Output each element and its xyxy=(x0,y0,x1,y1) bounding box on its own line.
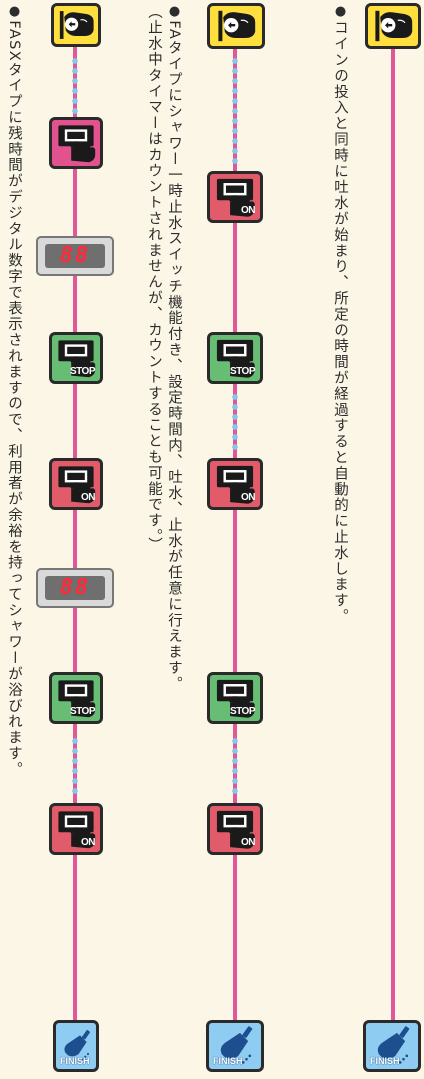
flow-line xyxy=(391,44,395,1044)
shower-on-switch-icon: ON xyxy=(207,171,263,223)
flow-line xyxy=(73,44,77,1044)
push-switch-icon xyxy=(49,117,103,169)
finish-label: FINISH xyxy=(370,1056,400,1066)
on-label: ON xyxy=(81,837,96,848)
finish-icon: FINISH xyxy=(206,1020,264,1072)
shower-stop-switch-icon: STOP xyxy=(49,332,103,384)
stop-label: STOP xyxy=(69,706,96,717)
flow-line xyxy=(233,44,237,1044)
column-fa-type: ON STOP ON STOP ON FINISH ●FAタイプにシャワー一時止… xyxy=(140,0,280,1079)
on-label: ON xyxy=(241,205,256,216)
bullet: ● xyxy=(167,4,182,21)
fa-note-line1: FAタイプにシャワー一時止水スイッチ機能付き、設定時間内、吐水、止水が任意に行え… xyxy=(166,20,182,693)
coin-insert-icon xyxy=(51,3,101,47)
fa-description: ●FAタイプにシャワー一時止水スイッチ機能付き、設定時間内、吐水、止水が任意に行… xyxy=(144,4,184,804)
on-label: ON xyxy=(241,837,256,848)
bullet: ● xyxy=(7,4,22,21)
display-digits: 88 xyxy=(45,576,105,600)
finish-label: FINISH xyxy=(213,1056,243,1066)
shower-on-switch-icon: ON xyxy=(49,803,103,855)
stop-label: STOP xyxy=(69,366,96,377)
on-label: ON xyxy=(241,492,256,503)
fasx-note-text: FASXタイプに残時間がデジタル数字で表示されますので、利用者が余裕を持ってシャ… xyxy=(6,20,22,778)
coin-insert-icon xyxy=(365,3,421,49)
basic-note-text: コインの投入と同時に吐水が始まり、所定の時間が経過すると自動的に止水します。 xyxy=(332,20,348,625)
pause-dots xyxy=(232,392,238,450)
finish-label: FINISH xyxy=(60,1056,90,1066)
pause-dots xyxy=(72,56,78,118)
bullet: ● xyxy=(333,4,348,21)
remaining-time-display: 88 xyxy=(36,568,114,608)
stop-label: STOP xyxy=(229,366,256,377)
shower-on-switch-icon: ON xyxy=(207,803,263,855)
basic-description: ●コインの投入と同時に吐水が始まり、所定の時間が経過すると自動的に止水します。 xyxy=(330,4,350,704)
shower-on-switch-icon: ON xyxy=(49,458,103,510)
fasx-description: ●FASXタイプに残時間がデジタル数字で表示されますので、利用者が余裕を持ってシ… xyxy=(4,4,24,864)
stop-label: STOP xyxy=(229,706,256,717)
pause-dots xyxy=(232,56,238,168)
pause-dots xyxy=(232,736,238,794)
fa-note-line2: （止水中タイマーはカウントされませんが、カウントすることも可能です。） xyxy=(146,4,162,554)
shower-stop-switch-icon: STOP xyxy=(207,672,263,724)
finish-icon: FINISH xyxy=(53,1020,99,1072)
column-basic-type: FINISH ●コインの投入と同時に吐水が始まり、所定の時間が経過すると自動的に… xyxy=(280,0,424,1079)
on-label: ON xyxy=(81,492,96,503)
finish-icon: FINISH xyxy=(363,1020,421,1072)
column-fasx-type: 88 STOP ON 88 STOP ON FINISH ●FASXタイプに残時… xyxy=(0,0,140,1079)
pause-dots xyxy=(72,736,78,794)
remaining-time-display: 88 xyxy=(36,236,114,276)
display-digits: 88 xyxy=(45,244,105,268)
shower-stop-switch-icon: STOP xyxy=(207,332,263,384)
shower-stop-switch-icon: STOP xyxy=(49,672,103,724)
shower-on-switch-icon: ON xyxy=(207,458,263,510)
coin-insert-icon xyxy=(207,3,265,49)
